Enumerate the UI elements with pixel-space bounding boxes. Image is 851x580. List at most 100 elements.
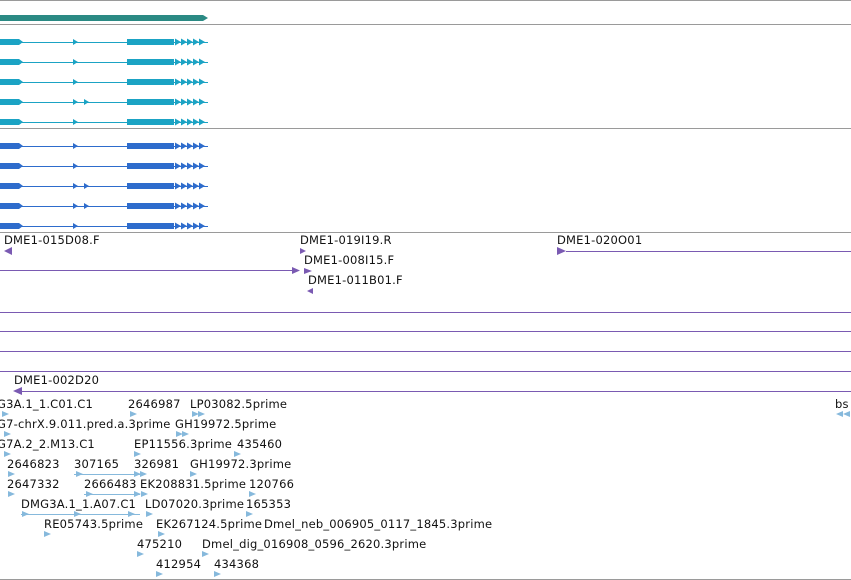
est-feature[interactable] — [8, 491, 15, 497]
est-label[interactable]: LP03082.5prime — [190, 397, 288, 411]
est-feature[interactable] — [214, 571, 221, 577]
est-feature[interactable] — [134, 471, 141, 477]
transcript-model[interactable] — [0, 118, 208, 126]
strand-arrow — [175, 162, 181, 170]
est-label[interactable]: 412954 — [156, 557, 202, 571]
est-feature[interactable] — [141, 491, 148, 497]
transcript-model[interactable] — [0, 202, 208, 210]
exon-block — [0, 163, 19, 169]
strand-arrow — [199, 162, 205, 170]
transcript-model[interactable] — [0, 162, 208, 170]
exon-marker — [73, 79, 78, 85]
exon-marker — [73, 203, 78, 209]
strand-arrow — [187, 58, 193, 66]
clone-end-feature[interactable] — [300, 248, 306, 254]
est-label[interactable]: Dmel_dig_016908_0596_2620.3prime — [202, 537, 427, 551]
est-feature[interactable] — [86, 491, 93, 497]
est-label[interactable]: EK208831.5prime — [140, 477, 247, 491]
est-label[interactable]: 434368 — [214, 557, 260, 571]
est-label[interactable]: EK267124.5prime — [156, 517, 263, 531]
strand-arrow — [181, 118, 187, 126]
est-feature[interactable] — [76, 471, 83, 477]
exon-block — [0, 183, 19, 189]
est-feature[interactable] — [190, 471, 197, 477]
est-label[interactable]: 2646823 — [7, 457, 60, 471]
exon-block — [127, 79, 174, 85]
exon-marker — [73, 163, 78, 169]
est-feature[interactable] — [134, 451, 141, 457]
est-feature[interactable] — [249, 491, 256, 497]
strand-arrow — [175, 142, 181, 150]
est-label[interactable]: G7A.2_2.M13.C1 — [0, 437, 95, 451]
clone-end-feature[interactable] — [13, 387, 22, 395]
clone-end-feature[interactable] — [307, 288, 313, 294]
clone-end-feature[interactable] — [557, 247, 566, 255]
clone-end-feature[interactable] — [292, 267, 300, 274]
transcript-model[interactable] — [0, 78, 208, 86]
est-label[interactable]: 307165 — [74, 457, 120, 471]
est-feature[interactable] — [74, 511, 81, 517]
est-feature[interactable] — [246, 511, 253, 517]
est-feature[interactable] — [156, 571, 163, 577]
transcript-model[interactable] — [0, 58, 208, 66]
est-feature[interactable] — [4, 451, 11, 457]
est-feature[interactable] — [128, 511, 135, 517]
est-feature[interactable] — [836, 411, 843, 417]
est-label[interactable]: 165353 — [246, 497, 292, 511]
est-label[interactable]: DMG3A.1_1.A07.C1 — [21, 497, 137, 511]
transcript-model[interactable] — [0, 38, 208, 46]
est-feature[interactable] — [44, 531, 51, 537]
est-feature[interactable] — [137, 551, 144, 557]
clone-end-feature[interactable] — [304, 268, 312, 274]
clone-label[interactable]: DME1-020O01 — [557, 233, 643, 247]
gene-feature[interactable] — [0, 15, 208, 21]
est-label[interactable]: 2646987 — [128, 397, 181, 411]
est-feature[interactable] — [146, 511, 153, 517]
est-label[interactable]: G3A.1_1.C01.C1 — [0, 397, 94, 411]
est-feature[interactable] — [130, 411, 137, 417]
transcript-model[interactable] — [0, 222, 208, 230]
transcript-model[interactable] — [0, 142, 208, 150]
est-label[interactable]: LD07020.3prime — [145, 497, 245, 511]
est-feature[interactable] — [202, 551, 209, 557]
est-feature[interactable] — [2, 411, 9, 417]
est-feature[interactable] — [843, 411, 850, 417]
clone-label[interactable]: DME1-011B01.F — [308, 273, 403, 287]
clone-label[interactable]: DME1-019I19.R — [300, 233, 392, 247]
exon-block — [127, 59, 174, 65]
est-label[interactable]: 120766 — [249, 477, 295, 491]
clone-end-feature[interactable] — [4, 247, 12, 255]
est-feature[interactable] — [192, 411, 199, 417]
est-label[interactable]: GH19972.3prime — [190, 457, 292, 471]
strand-arrow — [193, 182, 199, 190]
clone-label[interactable]: DME1-015D08.F — [4, 233, 100, 247]
clone-label[interactable]: DME1-008I15.F — [304, 253, 395, 267]
est-label[interactable]: 2647332 — [7, 477, 60, 491]
est-label[interactable]: 2666483 — [84, 477, 137, 491]
est-feature[interactable] — [8, 471, 15, 477]
est-feature[interactable] — [176, 431, 183, 437]
est-feature[interactable] — [134, 491, 141, 497]
est-label[interactable]: Dmel_neb_006905_0117_1845.3prime — [264, 517, 493, 531]
est-label[interactable]: EP11556.3prime — [134, 437, 233, 451]
clone-label[interactable]: DME1-002D20 — [14, 373, 100, 387]
est-label[interactable]: GH19972.5prime — [175, 417, 277, 431]
est-feature[interactable] — [158, 531, 165, 537]
est-feature[interactable] — [140, 471, 147, 477]
transcript-model[interactable] — [0, 98, 208, 106]
est-label[interactable]: bs — [835, 397, 849, 411]
est-label[interactable]: RE05743.5prime — [44, 517, 144, 531]
strand-arrow — [175, 58, 181, 66]
est-label[interactable]: 475210 — [137, 537, 183, 551]
est-feature[interactable] — [182, 431, 189, 437]
est-feature[interactable] — [4, 431, 11, 437]
est-feature[interactable] — [198, 411, 205, 417]
transcript-model[interactable] — [0, 182, 208, 190]
est-label[interactable]: G7-chrX.9.011.pred.a.3prime — [0, 417, 171, 431]
est-label[interactable]: 435460 — [237, 437, 283, 451]
est-feature[interactable] — [22, 511, 29, 517]
est-feature[interactable] — [234, 451, 241, 457]
est-label[interactable]: 326981 — [134, 457, 180, 471]
